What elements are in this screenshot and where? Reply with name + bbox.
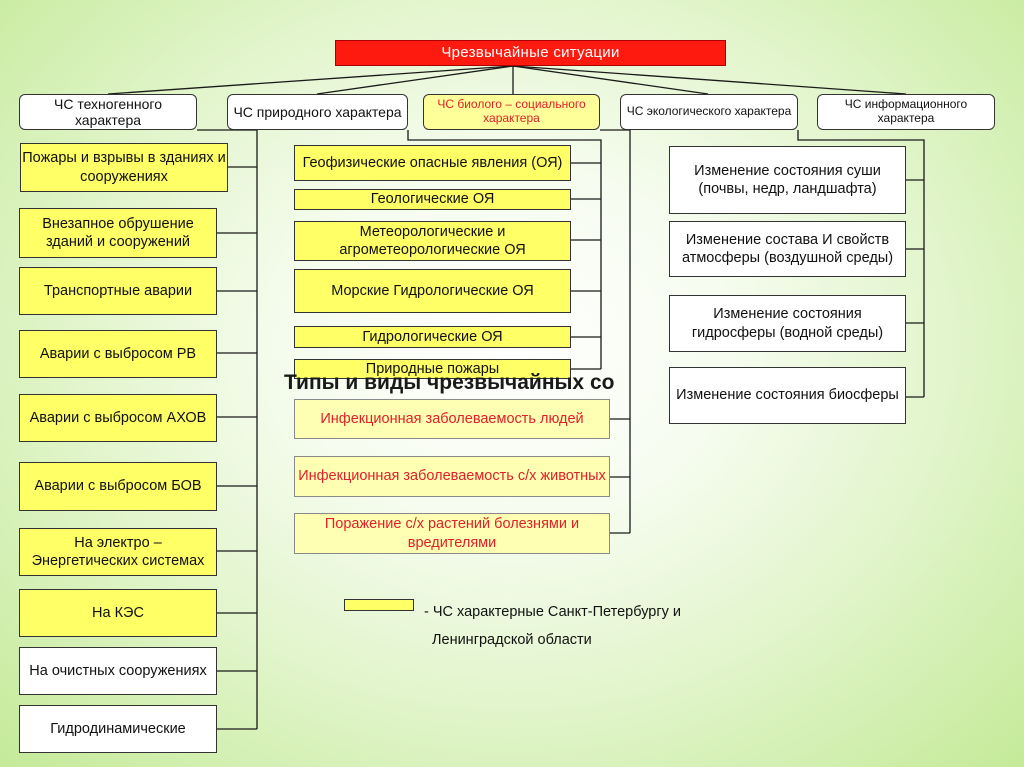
natural-item-hydrological: Гидрологические ОЯ: [294, 326, 571, 348]
natural-item-geophysical: Геофизические опасные явления (ОЯ): [294, 145, 571, 181]
category-informational: ЧС информационного характера: [817, 94, 995, 130]
root-node: Чрезвычайные ситуации: [335, 40, 726, 66]
page-title: Типы и виды чрезвычайных со: [284, 371, 615, 394]
technogenic-item-ahov: Аварии с выбросом АХОВ: [19, 394, 217, 442]
item-label: Пожары и взрывы в зданиях и сооружениях: [22, 150, 226, 185]
technogenic-item-fires: Пожары и взрывы в зданиях и сооружениях: [20, 143, 228, 192]
item-label: На электро – Энергетических системах: [31, 534, 205, 569]
ecological-item-land: Изменение состояния суши (почвы, недр, л…: [669, 146, 906, 214]
legend-line-1: - ЧС характерные Санкт-Петербургу и: [424, 604, 682, 620]
legend-line-2: Ленинградской области: [432, 632, 592, 648]
item-label: Изменение состояния биосферы: [676, 387, 899, 404]
category-label: ЧС биолого – социального характера: [437, 97, 586, 125]
natural-item-geological: Геологические ОЯ: [294, 189, 571, 210]
category-label: ЧС экологического характера: [626, 104, 792, 119]
item-label: Изменение состояния суши (почвы, недр, л…: [694, 162, 881, 197]
ecological-item-atmosphere: Изменение состава И свойств атмосферы (в…: [669, 221, 906, 277]
item-label: Изменение состава И свойств атмосферы (в…: [681, 231, 894, 266]
item-label: Инфекционная заболеваемость людей: [320, 410, 584, 427]
technogenic-item-energy: На электро – Энергетических системах: [19, 528, 217, 576]
legend-swatch: [344, 599, 414, 611]
technogenic-item-collapse: Внезапное обрушение зданий и сооружений: [19, 208, 217, 258]
item-label: Геологические ОЯ: [370, 191, 495, 208]
technogenic-item-transport: Транспортные аварии: [19, 267, 217, 315]
technogenic-item-rv: Аварии с выбросом РВ: [19, 330, 217, 378]
item-label: На КЭС: [92, 604, 144, 621]
technogenic-item-bov: Аварии с выбросом БОВ: [19, 462, 217, 511]
technogenic-item-kes: На КЭС: [19, 589, 217, 637]
item-label: Геофизические опасные явления (ОЯ): [302, 154, 563, 171]
item-label: Морские Гидрологические ОЯ: [331, 282, 534, 299]
item-label: Аварии с выбросом БОВ: [34, 478, 202, 495]
category-technogenic: ЧС техногенного характера: [19, 94, 197, 130]
biosocial-item-animals: Инфекционная заболеваемость с/х животных: [294, 456, 610, 497]
legend-text: - ЧС характерные Санкт-Петербургу и Лени…: [424, 598, 724, 654]
natural-item-wildfires: Природные пожары: [294, 359, 571, 379]
category-label: ЧС природного характера: [233, 103, 402, 120]
item-label: Природные пожары: [365, 360, 500, 377]
root-label: Чрезвычайные ситуации: [441, 43, 620, 61]
ecological-item-biosphere: Изменение состояния биосферы: [669, 367, 906, 424]
item-label: Транспортные аварии: [43, 282, 193, 299]
category-biosocial: ЧС биолого – социального характера: [423, 94, 600, 130]
item-label: Поражение с/х растений болезнями и вреди…: [324, 516, 580, 551]
natural-item-marine: Морские Гидрологические ОЯ: [294, 269, 571, 313]
item-label: Инфекционная заболеваемость с/х животных: [298, 468, 606, 485]
item-label: Изменение состояния гидросферы (водной с…: [691, 306, 884, 341]
technogenic-item-treatment: На очистных сооружениях: [19, 647, 217, 695]
natural-item-meteorological: Метеорологические и агрометеорологически…: [294, 221, 571, 261]
category-ecological: ЧС экологического характера: [620, 94, 798, 130]
item-label: Аварии с выбросом РВ: [39, 345, 197, 362]
category-label: ЧС техногенного характера: [53, 95, 162, 128]
item-label: Гидродинамические: [50, 720, 186, 737]
item-label: На очистных сооружениях: [29, 662, 207, 679]
item-label: Гидрологические ОЯ: [362, 328, 503, 345]
item-label: Аварии с выбросом АХОВ: [29, 409, 207, 426]
technogenic-item-hydrodynamic: Гидродинамические: [19, 705, 217, 753]
biosocial-item-plants: Поражение с/х растений болезнями и вреди…: [294, 513, 610, 554]
category-label: ЧС информационного характера: [844, 97, 968, 125]
biosocial-item-people: Инфекционная заболеваемость людей: [294, 399, 610, 439]
item-label: Внезапное обрушение зданий и сооружений: [42, 215, 194, 250]
category-natural: ЧС природного характера: [227, 94, 408, 130]
item-label: Метеорологические и агрометеорологически…: [339, 223, 526, 258]
ecological-item-hydrosphere: Изменение состояния гидросферы (водной с…: [669, 295, 906, 352]
